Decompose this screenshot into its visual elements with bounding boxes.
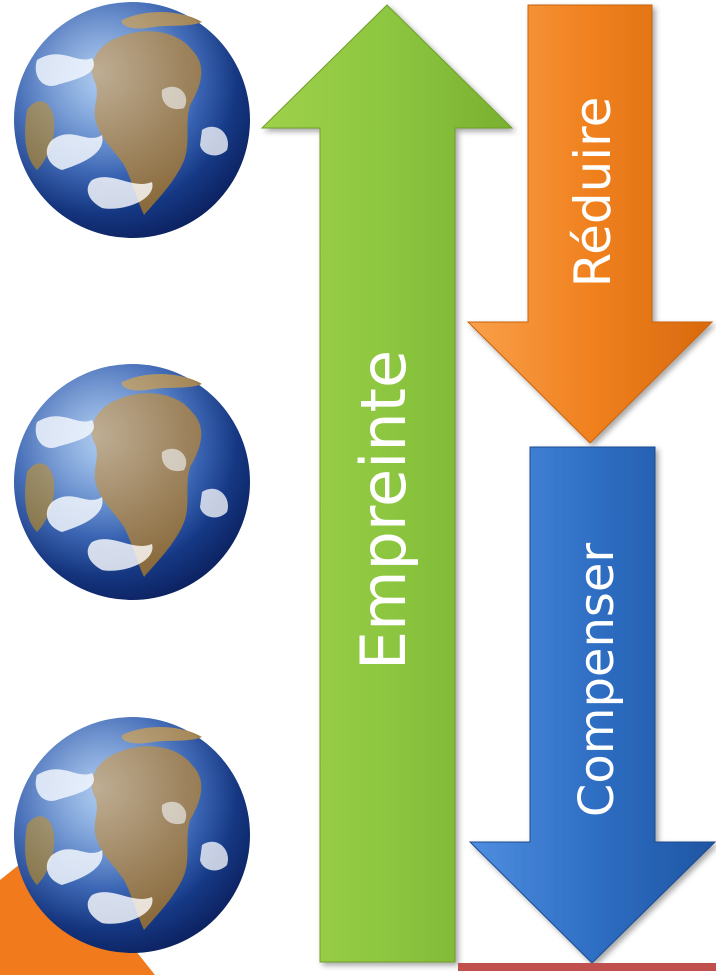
baseline [458, 963, 716, 971]
empreinte-label: Empreinte [347, 350, 420, 670]
reduire-arrow [466, 4, 714, 444]
compenser-arrow [468, 446, 716, 964]
earth-globe-icon [14, 364, 250, 600]
earth-globe-icon [14, 2, 250, 238]
compenser-label: Compenser [569, 543, 625, 818]
empreinte-arrow [260, 4, 514, 963]
earth-globe-icon [14, 717, 250, 953]
reduire-label: Réduire [564, 97, 622, 288]
